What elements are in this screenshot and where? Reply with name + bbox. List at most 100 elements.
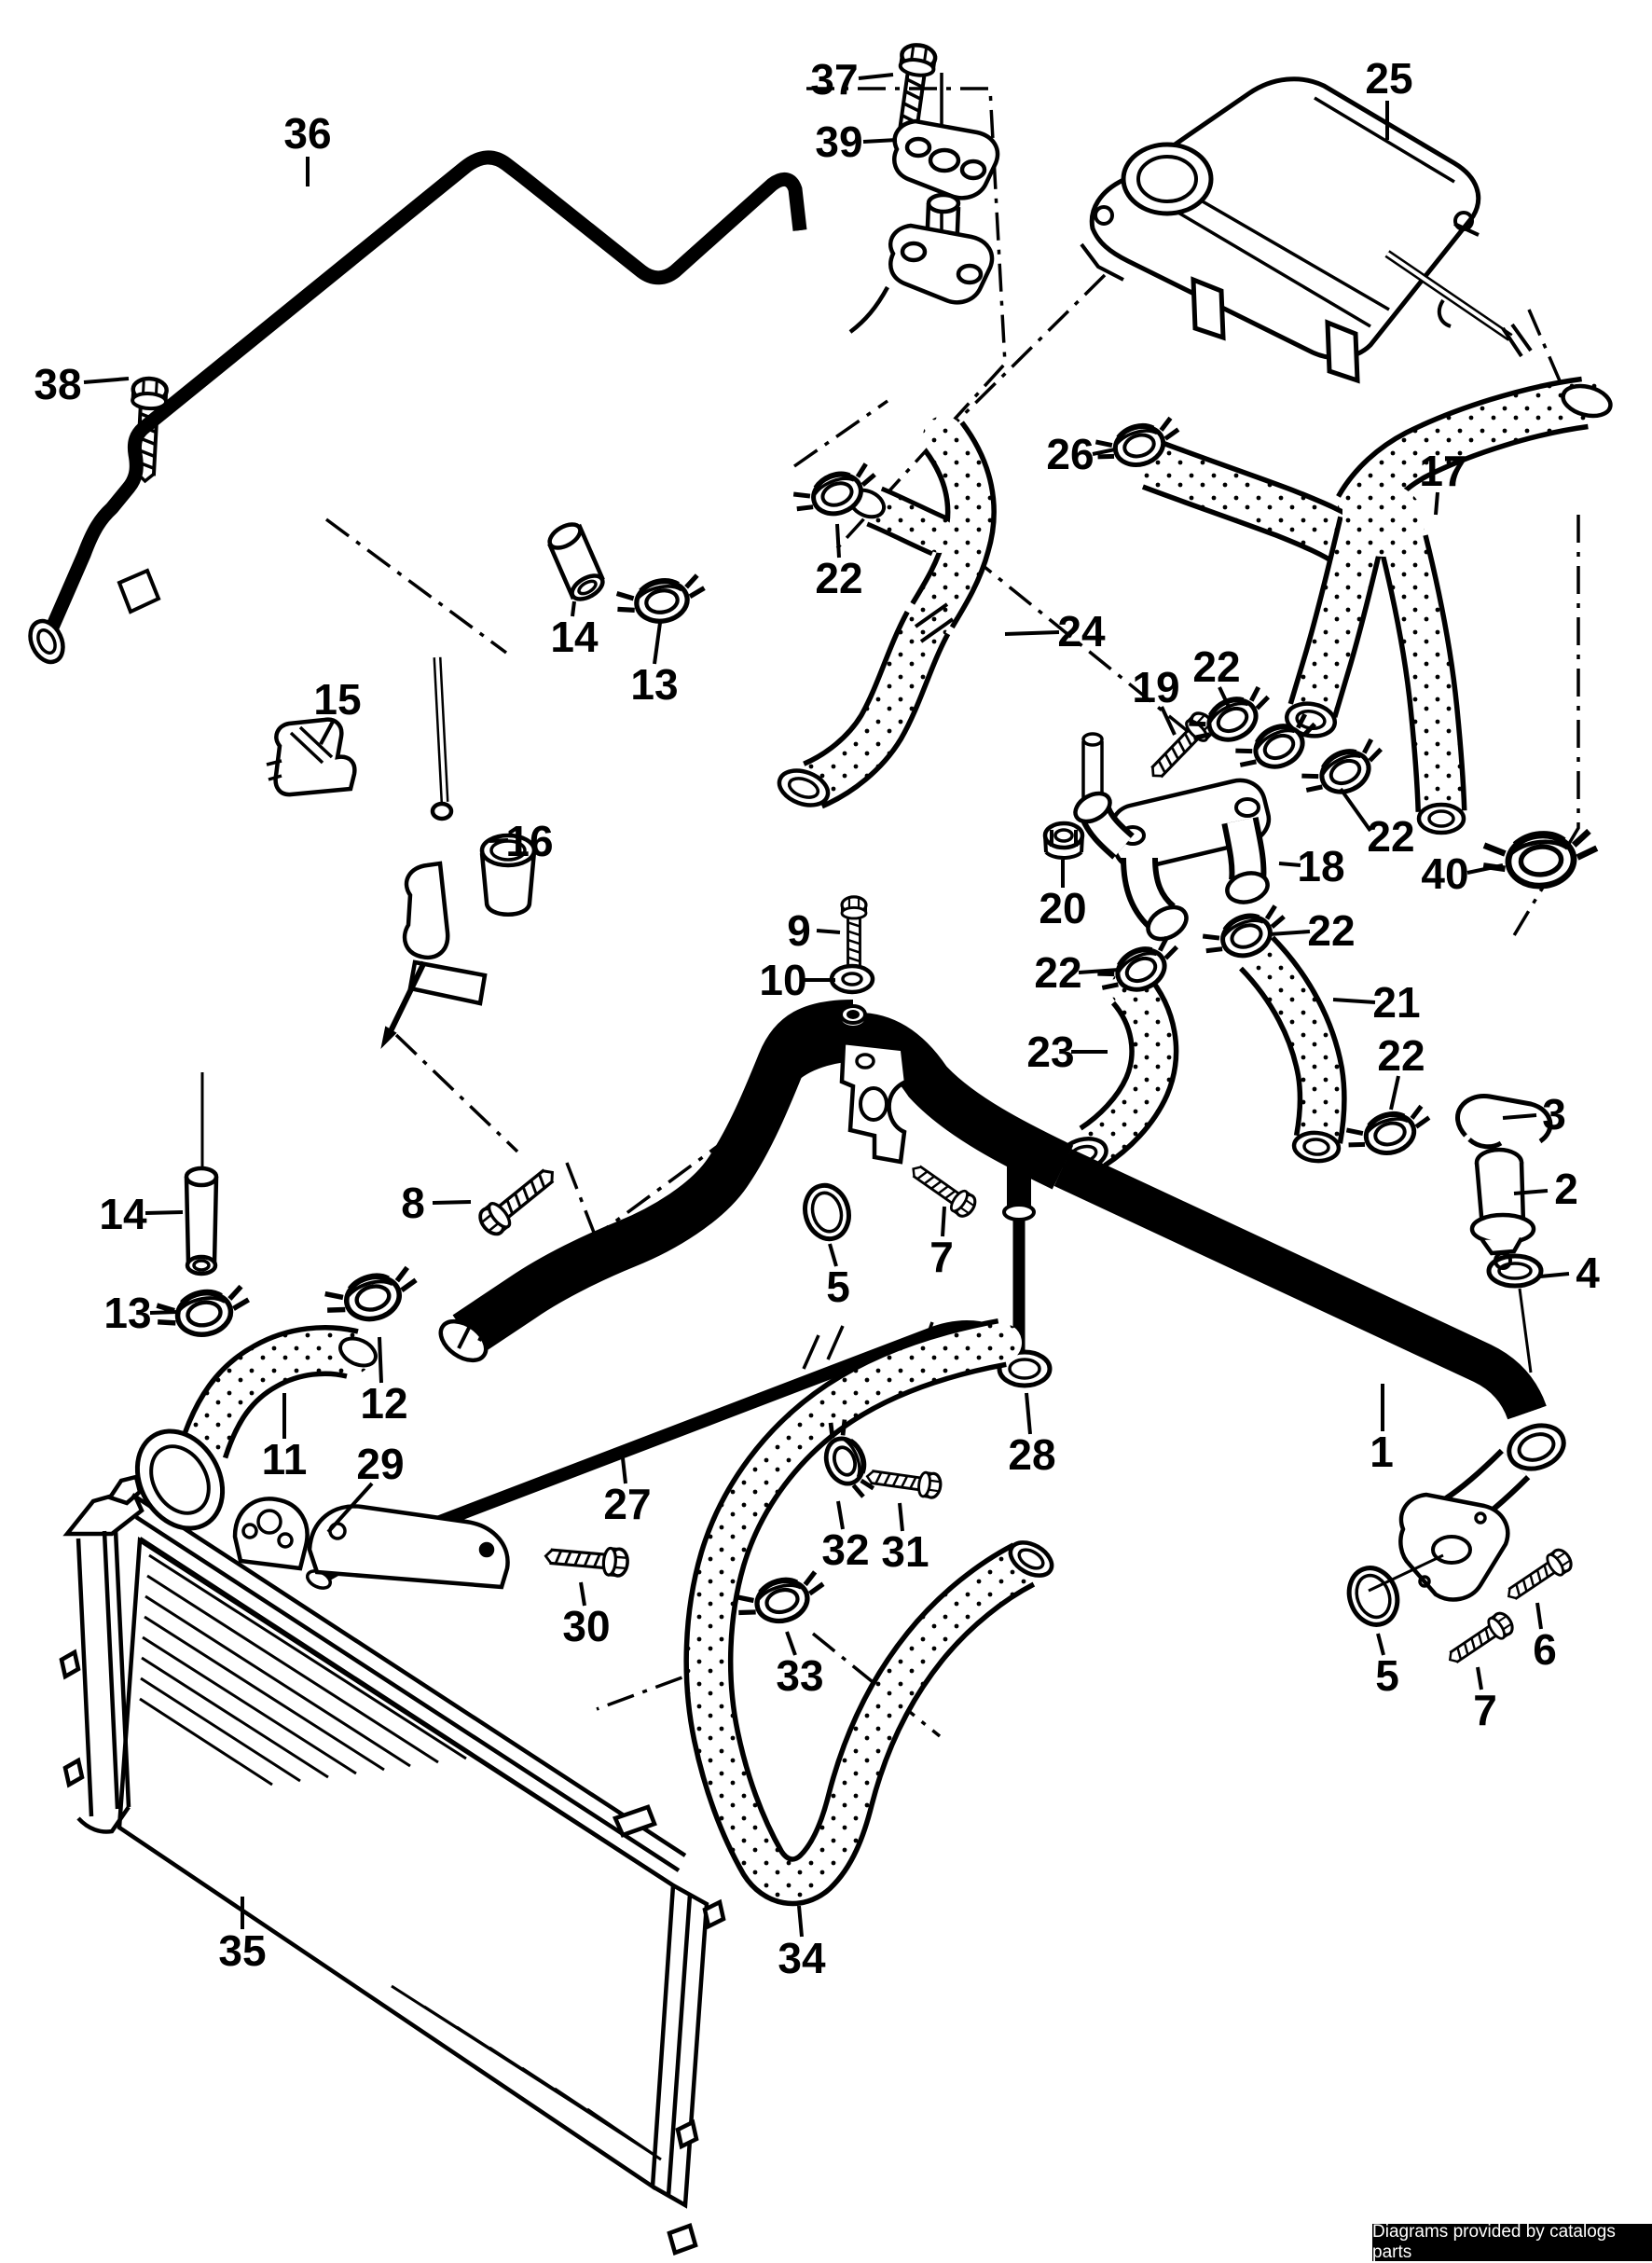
part-label-5: 5: [826, 1263, 850, 1311]
leader-line-22: [1339, 787, 1372, 833]
part-label-39: 39: [815, 117, 862, 166]
coolant-pipe-1: [438, 1000, 1547, 1420]
tube-14a: [547, 522, 605, 601]
radiator: [59, 1474, 726, 2256]
construction-lines: [324, 87, 1580, 1738]
leader-line-39: [862, 138, 898, 144]
part-label-23: 23: [1026, 1028, 1074, 1076]
leader-line-3: [1502, 1113, 1537, 1120]
part-label-22: 22: [1192, 642, 1240, 691]
part-label-29: 29: [356, 1440, 404, 1488]
part-label-25: 25: [1365, 54, 1412, 103]
leader-line-4: [1539, 1272, 1570, 1278]
pipe-elbow-flange: [1346, 1423, 1566, 1627]
leader-line-40: [1466, 863, 1504, 875]
leader-line-22: [1269, 930, 1311, 936]
leader-line-27: [621, 1457, 627, 1484]
leader-line-24: [1004, 630, 1060, 636]
leader-line-7: [941, 1206, 946, 1237]
washer-10: [829, 963, 875, 1025]
leader-line-13: [653, 622, 662, 665]
bracket-16: [380, 656, 537, 1050]
coolant-flange-18: [1042, 732, 1272, 942]
leader-line-30: [579, 1581, 586, 1607]
part-label-22: 22: [1377, 1031, 1425, 1080]
part-label-2: 2: [1554, 1165, 1578, 1213]
hose-11: [134, 1325, 378, 1531]
part-label-7: 7: [1473, 1686, 1497, 1734]
part-label-36: 36: [283, 109, 331, 158]
leader-line-29: [326, 1482, 374, 1534]
part-label-24: 24: [1057, 607, 1106, 655]
part-label-22: 22: [815, 554, 862, 602]
part-label-14: 14: [99, 1190, 147, 1238]
watermark-bar: Diagrams provided by catalogs parts: [1372, 2222, 1652, 2262]
leader-line-14: [145, 1210, 184, 1215]
part-label-34: 34: [778, 1934, 826, 1982]
leader-line-21: [1332, 998, 1376, 1004]
hose-24: [777, 416, 997, 809]
part-label-13: 13: [630, 660, 678, 709]
clip-15: [266, 717, 357, 797]
part-label-13: 13: [103, 1289, 151, 1337]
part-label-33: 33: [776, 1651, 823, 1700]
leader-line-18: [1278, 862, 1301, 867]
part-label-32: 32: [821, 1525, 869, 1574]
part-label-21: 21: [1372, 978, 1420, 1027]
leader-line-32: [836, 1500, 845, 1530]
part-label-19: 19: [1132, 663, 1179, 711]
part-label-30: 30: [562, 1602, 610, 1650]
part-label-8: 8: [401, 1179, 425, 1227]
part-label-22: 22: [1307, 906, 1355, 955]
leader-line-22: [1218, 686, 1231, 708]
leader-line-6: [1535, 1602, 1543, 1630]
part-label-28: 28: [1008, 1430, 1055, 1479]
leader-line-28: [1025, 1392, 1032, 1435]
leader-line-26: [1092, 448, 1116, 456]
part-label-31: 31: [881, 1527, 929, 1576]
part-label-11: 11: [262, 1435, 308, 1483]
leader-line-8: [432, 1200, 472, 1205]
leader-line-12: [378, 1336, 383, 1384]
leader-line-31: [898, 1502, 904, 1532]
part-label-1: 1: [1370, 1428, 1394, 1476]
leader-line-17: [1434, 491, 1439, 516]
part-label-12: 12: [360, 1379, 407, 1428]
bracket-39: [848, 73, 1000, 334]
part-label-14: 14: [550, 613, 599, 661]
part-label-35: 35: [218, 1926, 266, 1975]
tube-14b: [184, 1072, 219, 1276]
leader-line-5: [828, 1243, 838, 1267]
part-label-9: 9: [787, 906, 811, 955]
leader-line-14: [571, 600, 576, 617]
pipe-36: [28, 150, 807, 665]
leader-line-34: [797, 1905, 804, 1938]
radiator-core-hatching: [139, 1553, 662, 2161]
seal-ring-28: [997, 1349, 1053, 1388]
part-label-15: 15: [313, 675, 361, 724]
part-label-22: 22: [1367, 812, 1414, 861]
part-label-10: 10: [759, 956, 806, 1004]
part-label-18: 18: [1297, 842, 1344, 890]
part-label-4: 4: [1576, 1249, 1600, 1297]
leader-line-22: [1078, 968, 1120, 974]
leader-line-5: [1376, 1633, 1385, 1656]
hose-17: [1130, 376, 1613, 835]
hose-34: [683, 1318, 1054, 1907]
hose-21: [1237, 933, 1347, 1164]
leader-line-22: [1389, 1075, 1400, 1111]
o-ring-5: [803, 1182, 851, 1242]
part-label-20: 20: [1039, 884, 1086, 932]
part-label-40: 40: [1421, 849, 1468, 898]
leader-line-9: [816, 929, 841, 934]
part-label-6: 6: [1533, 1625, 1557, 1674]
leader-line-38: [83, 377, 130, 384]
leader-line-2: [1513, 1189, 1549, 1195]
part-label-17: 17: [1419, 447, 1466, 495]
watermark-text: Diagrams provided by catalogs parts: [1372, 2222, 1616, 2262]
leader-line-22: [835, 523, 841, 559]
expansion-tank: [1080, 76, 1533, 384]
